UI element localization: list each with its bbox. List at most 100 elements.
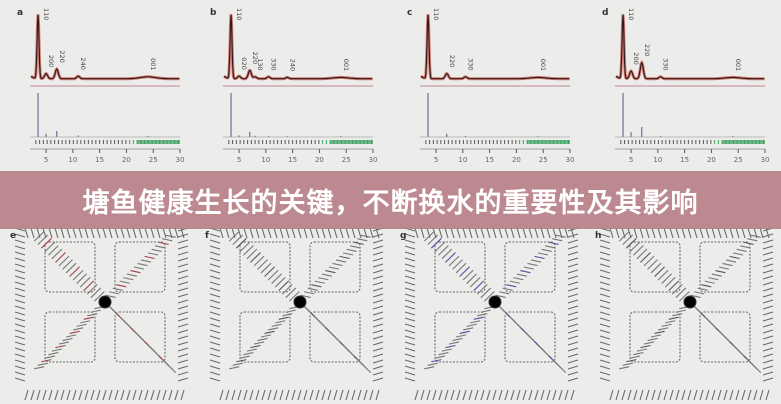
- bragg-tick: [477, 140, 479, 144]
- bragg-tick: [635, 140, 637, 144]
- bragg-tick: [72, 140, 74, 144]
- x-tick-label: 5: [44, 156, 48, 164]
- bragg-tick: [425, 140, 427, 144]
- panel-letter: c: [407, 8, 413, 18]
- panel-letter: b: [210, 8, 217, 18]
- bragg-tick: [432, 140, 434, 144]
- x-tick-label: 20: [315, 156, 324, 164]
- x-tick-label: 5: [629, 156, 633, 164]
- bragg-tick-band: [527, 140, 570, 144]
- bragg-tick: [436, 140, 438, 144]
- bragg-tick: [466, 140, 468, 144]
- bragg-tick: [265, 140, 267, 144]
- bragg-tick: [121, 140, 123, 144]
- observed-curve: [30, 14, 180, 80]
- bragg-tick: [136, 140, 138, 144]
- bragg-tick: [451, 140, 453, 144]
- observed-curve: [615, 14, 765, 80]
- central-node: [488, 295, 502, 309]
- bragg-tick: [455, 140, 457, 144]
- peak-label: 110: [42, 8, 50, 20]
- x-tick-label: 15: [485, 156, 494, 164]
- x-tick-label: 5: [434, 156, 438, 164]
- peak-label: 240: [79, 57, 87, 69]
- bragg-tick: [691, 140, 693, 144]
- bragg-tick: [325, 140, 327, 144]
- bragg-tick: [76, 140, 78, 144]
- bragg-tick: [515, 140, 517, 144]
- bragg-tick: [132, 140, 134, 144]
- bragg-tick: [631, 140, 633, 144]
- bragg-tick-band: [137, 140, 180, 144]
- banner-title: 塘鱼健康生长的关键，不断换水的重要性及其影响: [82, 187, 699, 219]
- bragg-tick: [318, 140, 320, 144]
- x-tick-label: 25: [734, 156, 743, 164]
- bragg-tick: [657, 140, 659, 144]
- x-tick-label: 10: [68, 156, 77, 164]
- peak-label: 220: [643, 44, 651, 56]
- bragg-tick: [447, 140, 449, 144]
- bragg-tick: [95, 140, 97, 144]
- structure-panel-e: e: [10, 221, 190, 401]
- bragg-tick: [239, 140, 241, 144]
- peak-label: 020: [240, 57, 248, 69]
- framework-lattice: [599, 221, 774, 401]
- x-tick-label: 30: [761, 156, 770, 164]
- bragg-tick: [519, 140, 521, 144]
- bragg-tick: [106, 140, 108, 144]
- bragg-tick: [50, 140, 52, 144]
- bragg-tick: [669, 140, 671, 144]
- bragg-tick: [680, 140, 682, 144]
- bragg-tick: [129, 140, 131, 144]
- x-tick-label: 25: [342, 156, 351, 164]
- bragg-tick: [687, 140, 689, 144]
- bragg-tick: [714, 140, 716, 144]
- peak-label: 200: [47, 55, 55, 67]
- x-tick-label: 15: [95, 156, 104, 164]
- central-node: [98, 295, 112, 309]
- bragg-tick: [117, 140, 119, 144]
- peak-label: 330: [270, 58, 278, 70]
- title-banner: 塘鱼健康生长的关键，不断换水的重要性及其影响: [0, 171, 781, 229]
- bragg-tick: [125, 140, 127, 144]
- bragg-tick: [277, 140, 279, 144]
- x-tick-label: 15: [680, 156, 689, 164]
- bragg-tick: [485, 140, 487, 144]
- peak-label: 001: [734, 59, 742, 71]
- bragg-tick: [710, 140, 712, 144]
- bragg-tick: [102, 140, 104, 144]
- bragg-tick: [642, 140, 644, 144]
- bragg-tick: [310, 140, 312, 144]
- x-tick-label: 10: [653, 156, 662, 164]
- x-tick-label: 30: [369, 156, 378, 164]
- bragg-tick: [717, 140, 719, 144]
- bragg-tick: [440, 140, 442, 144]
- bragg-tick: [492, 140, 494, 144]
- bragg-tick: [721, 140, 723, 144]
- peak-label: 240: [288, 59, 296, 71]
- bragg-tick: [474, 140, 476, 144]
- peak-label: 200: [632, 52, 640, 64]
- bragg-tick: [676, 140, 678, 144]
- x-tick-label: 30: [566, 156, 575, 164]
- structure-panel-h: h: [595, 221, 775, 401]
- bragg-tick: [295, 140, 297, 144]
- bragg-tick: [269, 140, 271, 144]
- bragg-tick: [114, 140, 116, 144]
- bragg-tick: [496, 140, 498, 144]
- bragg-tick: [522, 140, 524, 144]
- bragg-tick: [429, 140, 431, 144]
- bragg-tick: [511, 140, 513, 144]
- framework-lattice: [209, 221, 384, 401]
- bragg-tick: [706, 140, 708, 144]
- bragg-tick: [650, 140, 652, 144]
- bragg-tick: [307, 140, 309, 144]
- x-tick-label: 20: [512, 156, 521, 164]
- panel-letter: h: [595, 231, 602, 241]
- bragg-tick: [247, 140, 249, 144]
- bragg-tick: [620, 140, 622, 144]
- bragg-tick: [110, 140, 112, 144]
